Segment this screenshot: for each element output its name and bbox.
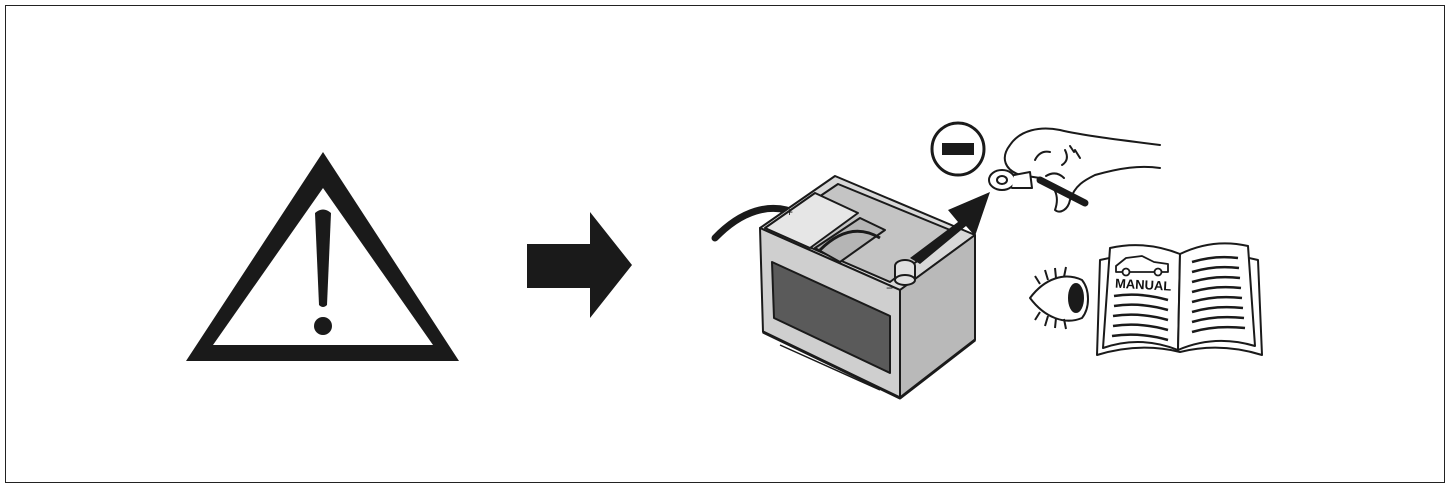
hand-icon	[988, 127, 1161, 213]
manual-label: MANUAL	[1115, 276, 1172, 294]
right-arrow-icon	[527, 212, 632, 318]
manual-book-icon	[1096, 242, 1263, 356]
remove-direction-arrow-icon	[910, 192, 990, 264]
battery-icon	[711, 175, 976, 400]
eye-icon	[1029, 266, 1089, 330]
negative-terminal-icon	[930, 121, 986, 177]
warning-triangle-icon	[186, 152, 459, 361]
battery-minus-label: −	[886, 281, 893, 295]
car-icon	[1115, 255, 1169, 277]
battery-plus-label: +	[786, 205, 793, 219]
illustration-frame	[5, 5, 1445, 483]
